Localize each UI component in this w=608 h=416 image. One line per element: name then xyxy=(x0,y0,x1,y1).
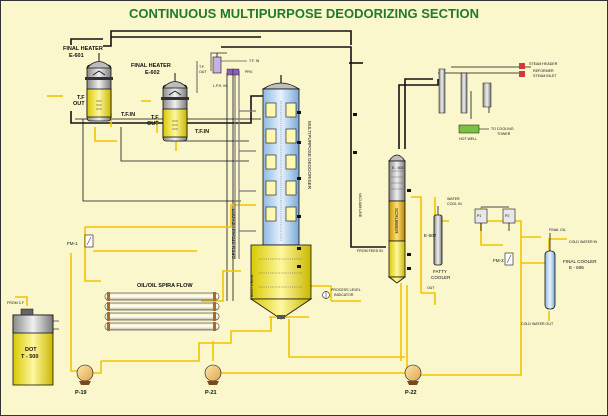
final-cooler-label: FINAL COOLER xyxy=(563,259,597,264)
p1-label: P1 xyxy=(477,214,481,218)
lps-label: L.P.S. IN xyxy=(213,84,227,88)
multipurpose-deodoriser[interactable] xyxy=(249,75,313,320)
fatty-cooler-label-2: COOLER xyxy=(431,275,451,280)
process-level-label: PROCESS LEVEL xyxy=(331,288,361,292)
heater1-tf-out-label-2: OUT xyxy=(73,101,85,107)
pump-p22-label: P-22 xyxy=(405,390,417,396)
pump-p19-label: P-19 xyxy=(75,390,87,396)
heater1-tf-in-label: T.F.IN xyxy=(121,112,135,118)
scrubber-label: SCRUBBER xyxy=(394,208,399,234)
heater2-tag: E-602 xyxy=(145,70,160,76)
final-heater-e602[interactable] xyxy=(161,73,189,142)
final-oil-label: FINAL OIL xyxy=(549,228,566,232)
flow-meter-fm2[interactable] xyxy=(504,252,514,266)
process-level-indicator[interactable] xyxy=(322,291,330,299)
from-cf-label: FROM C.F xyxy=(7,301,25,305)
reformer-label: REFORMER xyxy=(533,69,554,73)
heater2-label: FINAL HEATER xyxy=(131,63,171,69)
filter-p1[interactable] xyxy=(474,208,488,231)
tf-in-top-label: T.F. IN xyxy=(249,59,260,63)
dot-tank-t500[interactable] xyxy=(12,308,59,386)
to-cooling-label: TO COOLING xyxy=(491,127,514,131)
diagram-title: CONTINUOUS MULTIPURPOSE DEODORIZING SECT… xyxy=(129,6,479,21)
p2-label: P2 xyxy=(505,214,509,218)
heater2-tf-out-label: T.F xyxy=(151,115,159,121)
heater2-tf-in-label: T.F.IN xyxy=(195,129,209,135)
tank-tag: T - 500 xyxy=(21,354,38,360)
hot-well-label: HOT WELL xyxy=(459,137,477,141)
spiral-label: OIL/OIL SPIRA FLOW xyxy=(137,283,193,289)
final-cooler-tag: E - 606 xyxy=(569,265,584,270)
pump-p21-label: P-21 xyxy=(205,390,217,396)
tower-label: TOWER xyxy=(497,132,511,136)
cold-water-out-label: COLD WATER OUT xyxy=(521,322,554,326)
water-cool-label-2: COOL IN xyxy=(447,202,462,206)
water-cool-label: WATER xyxy=(447,197,460,201)
heater1-tag: E-601 xyxy=(69,53,84,59)
scrubber-e604[interactable] xyxy=(387,154,407,284)
tank-label: DOT xyxy=(25,347,37,353)
oil-out-label: OUT xyxy=(427,286,435,290)
oil-spiral-heat-exchanger[interactable] xyxy=(104,292,220,331)
feed-line-label: FROM FEED IN xyxy=(357,249,383,253)
prv-label: PRV. xyxy=(245,70,253,74)
scrubber-tag: E - 604 xyxy=(392,166,404,170)
valve-markers xyxy=(297,111,411,270)
steam-inlet-label: STEAM INLET xyxy=(533,74,557,78)
e607-label: E-607 xyxy=(424,233,437,238)
fm1-label: FM-1 xyxy=(67,241,78,246)
process-level-label-2: INDICATOR xyxy=(334,293,354,297)
filter-p2[interactable] xyxy=(502,208,516,231)
deodoriser-label: MULTIPURPOSE DEODORISER xyxy=(307,121,312,190)
tf-out-top-label-2: OUT xyxy=(199,70,207,74)
vacuum-line-label: VACUUM LINE xyxy=(358,193,362,218)
pump-p21[interactable] xyxy=(204,364,222,385)
boot-drain-label: BOOT DRAIN xyxy=(250,274,254,297)
tf-out-top-label: T.F. xyxy=(199,65,205,69)
steam-header-label: STEAM HEADER xyxy=(529,62,558,66)
final-cooler-e606[interactable] xyxy=(544,233,556,310)
heater2-tf-out-label-2: OUT xyxy=(147,121,159,127)
fatty-cooler-label: FATTY xyxy=(433,269,447,274)
pump-p22[interactable] xyxy=(404,364,422,385)
cold-water-in-label: COLD WATER IN xyxy=(569,240,598,244)
fatty-cooler-e607[interactable] xyxy=(433,206,443,266)
final-heater-e601[interactable] xyxy=(85,53,113,122)
heater1-label: FINAL HEATER xyxy=(63,46,103,52)
open-steam-header-label: OPEN STEAM HEADER xyxy=(231,208,236,259)
pump-p19[interactable] xyxy=(76,364,94,385)
tf-drum xyxy=(212,53,247,76)
heater1-tf-out-label: T.F xyxy=(77,95,85,101)
hot-well-assembly[interactable] xyxy=(438,63,525,134)
fm2-label: FM-2 xyxy=(493,258,504,263)
flow-meter-fm1[interactable] xyxy=(84,234,94,248)
